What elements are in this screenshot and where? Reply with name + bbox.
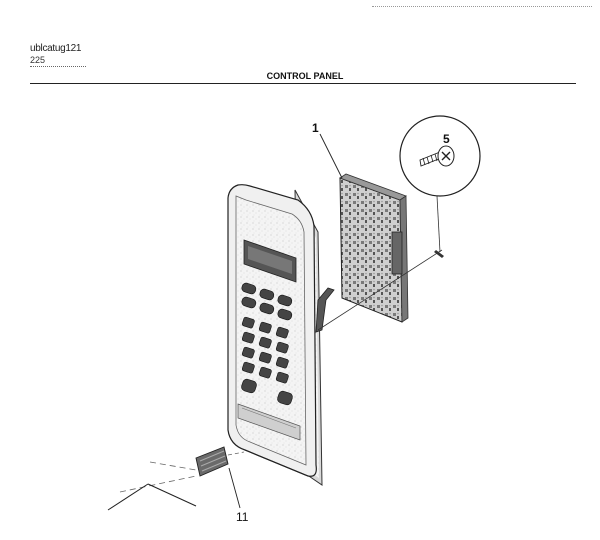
circuit-board-part [315, 173, 409, 333]
callout-1-leader [319, 133, 343, 179]
keypad [241, 282, 293, 406]
screw-small [434, 250, 444, 258]
catalog-code: ublcatug121 [30, 43, 82, 54]
assembly-leader-line [317, 249, 443, 331]
bottom-left-leader-1 [107, 483, 149, 511]
callout-11-leader [228, 467, 241, 509]
catalog-code-sub: 225 [30, 56, 86, 67]
callout-label-11: 11 [236, 510, 249, 524]
header-rule [30, 83, 576, 84]
control-panel-bezel [227, 184, 323, 486]
page-title: CONTROL PANEL [266, 71, 344, 81]
callout-label-5: 5 [443, 132, 450, 146]
screw-detail-callout [399, 115, 481, 197]
top-edge-marks [372, 6, 592, 9]
guide-dashed-3 [119, 475, 197, 493]
guide-dashed-1 [149, 461, 197, 471]
bottom-left-leader-2 [147, 483, 197, 507]
guide-dashed-2 [227, 451, 245, 456]
screw-leader-line [436, 195, 441, 253]
bottom-clip-part [195, 446, 229, 477]
callout-label-1: 1 [312, 121, 319, 135]
